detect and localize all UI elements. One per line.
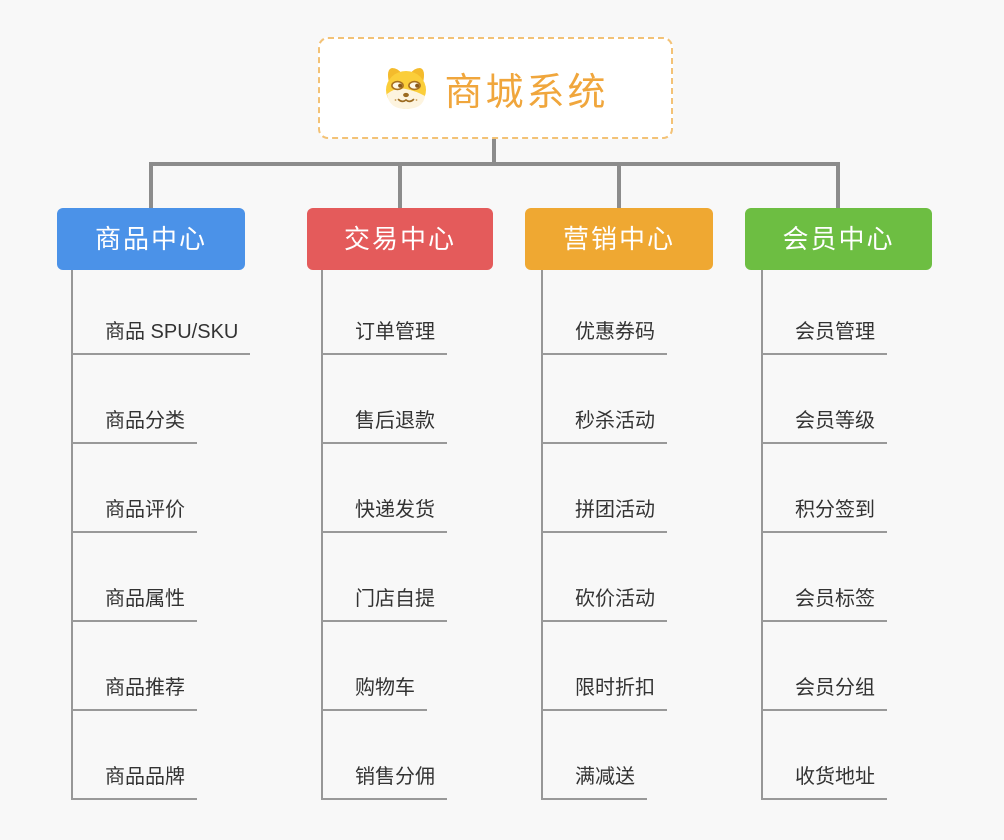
leaf-node[interactable]: 会员等级 (761, 407, 887, 444)
connector-drop-2 (398, 162, 402, 208)
leaf-node[interactable]: 商品品牌 (71, 763, 197, 800)
leaf-node[interactable]: 售后退款 (321, 407, 447, 444)
leaf-node[interactable]: 商品 SPU/SKU (71, 318, 251, 355)
dog-face-icon (382, 66, 430, 110)
branch-node-product-center[interactable]: 商品中心 (57, 208, 245, 270)
leaf-node[interactable]: 快递发货 (321, 496, 447, 533)
connector-drop-3 (617, 162, 621, 208)
leaf-node[interactable]: 秒杀活动 (541, 407, 667, 444)
leaf-node[interactable]: 商品分类 (71, 407, 197, 444)
leaf-node[interactable]: 收货地址 (761, 763, 887, 800)
leaf-node[interactable]: 商品评价 (71, 496, 197, 533)
leaf-node[interactable]: 购物车 (321, 674, 427, 711)
leaf-node[interactable]: 门店自提 (321, 585, 447, 622)
leaf-node[interactable]: 拼团活动 (541, 496, 667, 533)
leaf-node[interactable]: 优惠券码 (541, 318, 667, 355)
leaf-node[interactable]: 订单管理 (321, 318, 447, 355)
root-node[interactable]: 商城系统 (318, 37, 673, 139)
connector-drop-1 (149, 162, 153, 208)
leaf-node[interactable]: 会员管理 (761, 318, 887, 355)
connector-bus (149, 162, 840, 166)
leaf-node[interactable]: 砍价活动 (541, 585, 667, 622)
connector-root-stem (492, 139, 496, 166)
leaf-node[interactable]: 商品推荐 (71, 674, 197, 711)
leaf-node[interactable]: 会员分组 (761, 674, 887, 711)
branch-node-marketing-center[interactable]: 营销中心 (525, 208, 713, 270)
connector-drop-4 (836, 162, 840, 208)
leaf-node[interactable]: 积分签到 (761, 496, 887, 533)
root-node-label: 商城系统 (444, 71, 609, 114)
connector-column-trunk-3 (541, 270, 543, 800)
leaf-node[interactable]: 会员标签 (761, 585, 887, 622)
branch-node-trade-center[interactable]: 交易中心 (307, 208, 493, 270)
leaf-node[interactable]: 商品属性 (71, 585, 197, 622)
connector-column-trunk-4 (761, 270, 763, 800)
connector-column-trunk-1 (71, 270, 73, 800)
leaf-node[interactable]: 满减送 (541, 763, 647, 800)
branch-node-member-center[interactable]: 会员中心 (745, 208, 932, 270)
leaf-node[interactable]: 限时折扣 (541, 674, 667, 711)
connector-column-trunk-2 (321, 270, 323, 800)
leaf-node[interactable]: 销售分佣 (321, 763, 447, 800)
